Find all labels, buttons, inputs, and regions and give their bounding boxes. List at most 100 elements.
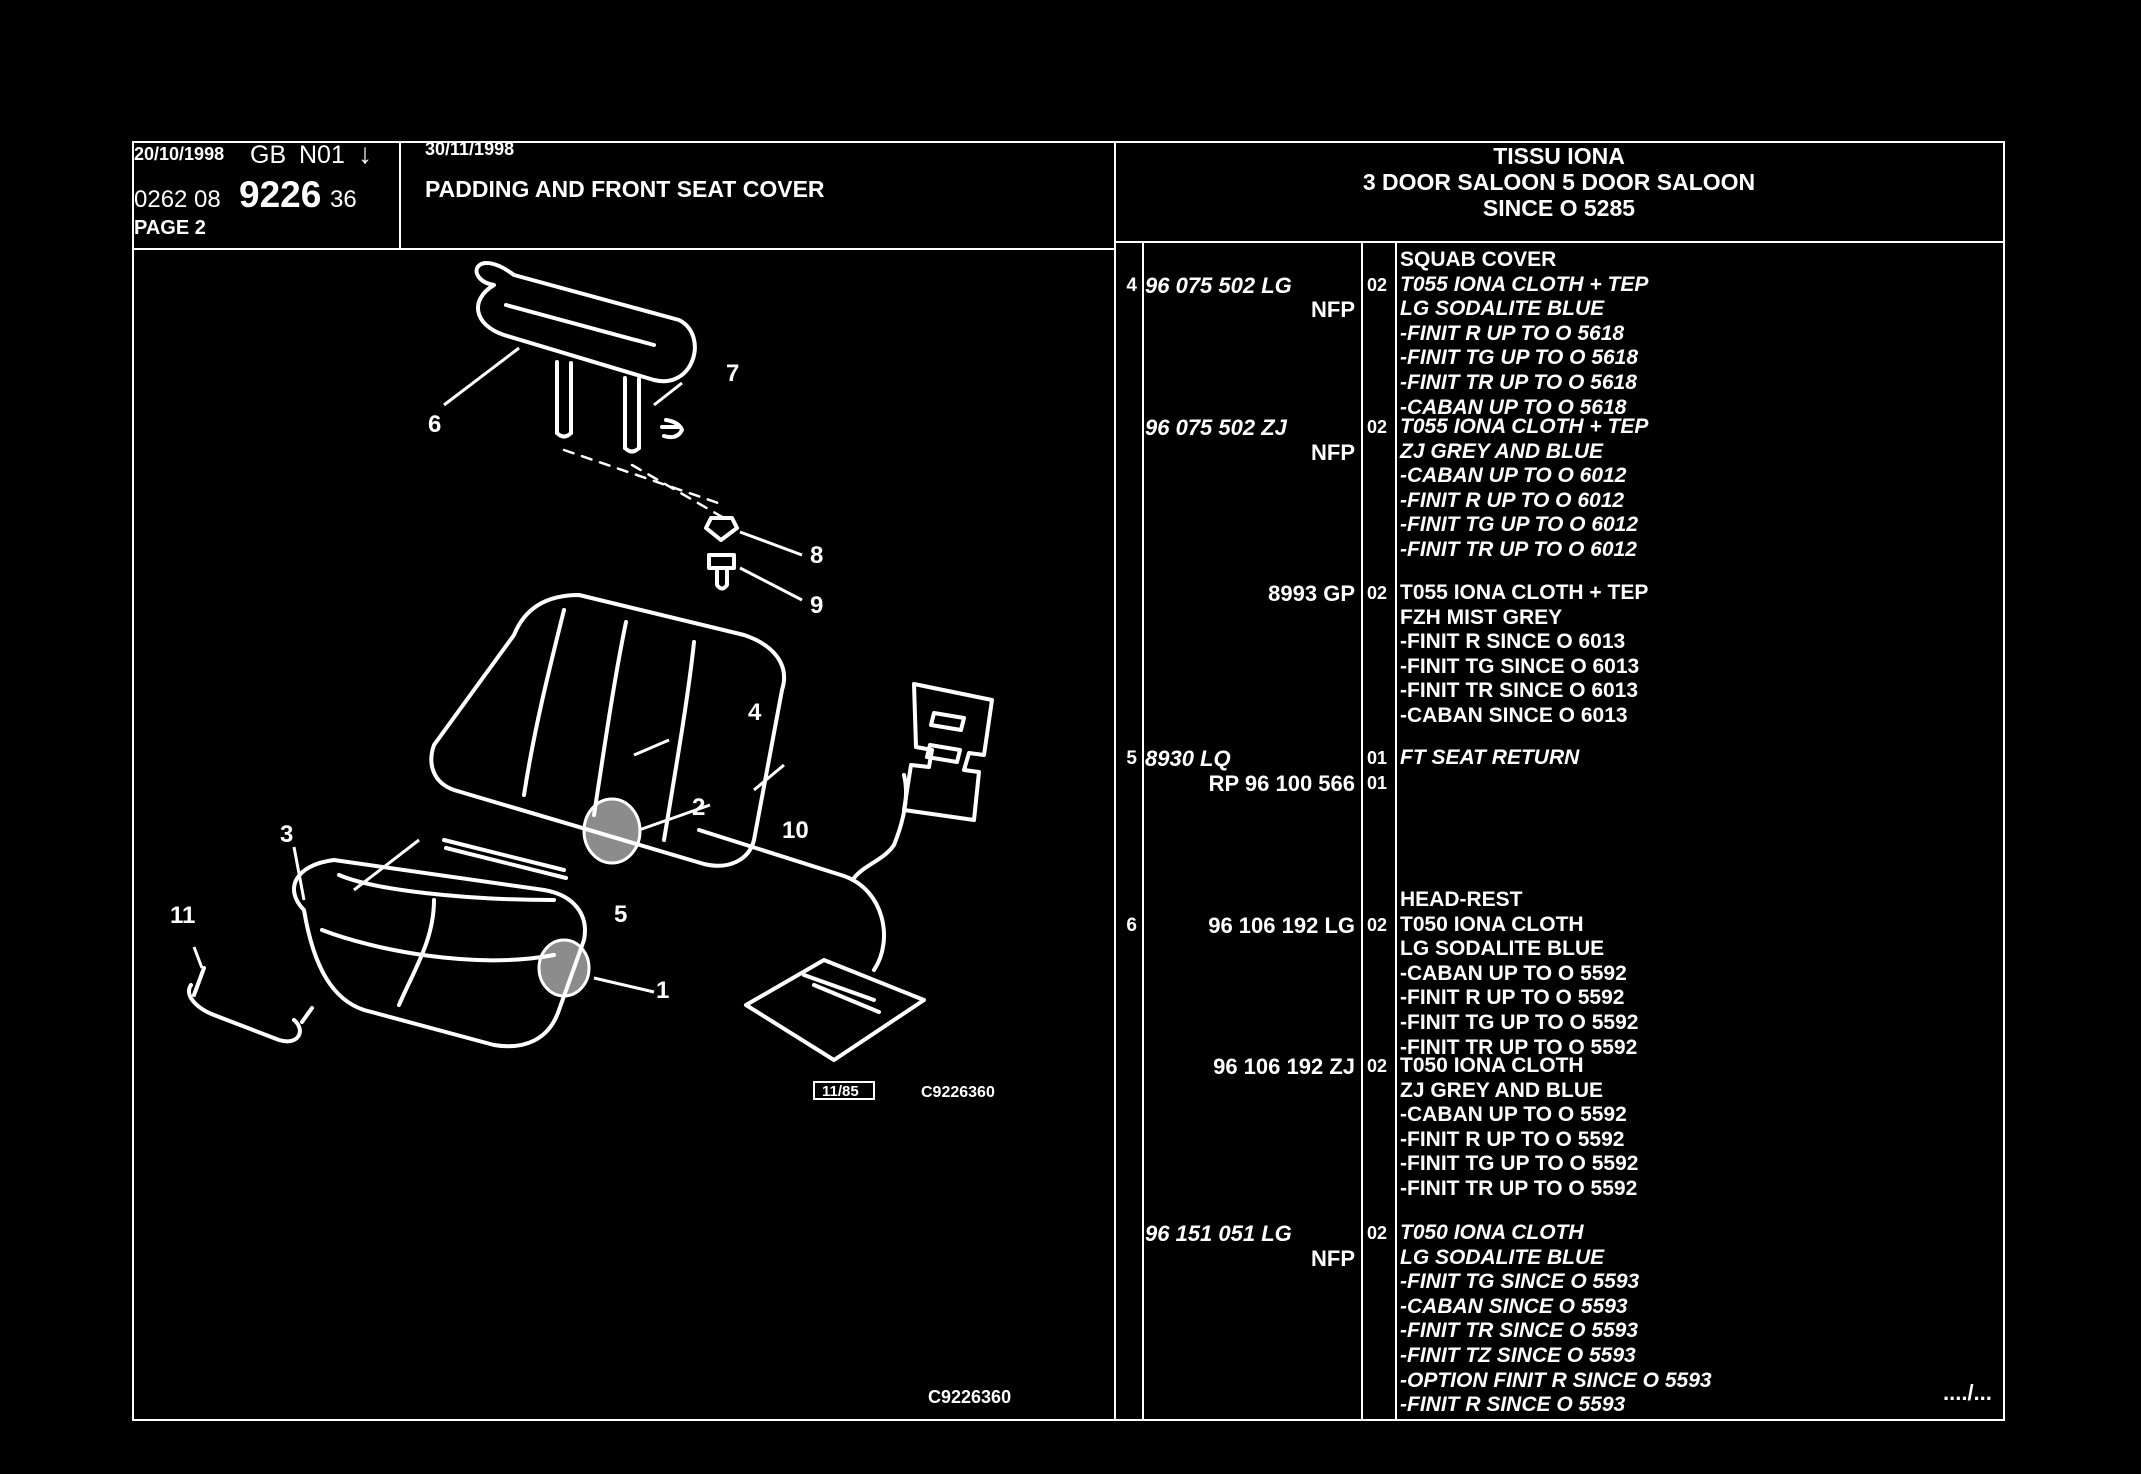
- part-description-line: -FINIT TG UP TO O 5592: [1400, 1152, 1639, 1176]
- part-reference: 96 106 192 ZJ: [1213, 1054, 1355, 1079]
- part-reference: 96 075 502 LG: [1145, 272, 1292, 298]
- header-date2: 30/11/1998: [425, 139, 515, 159]
- part-quantity: 02: [1367, 1223, 1388, 1243]
- divider-col-qty: [1361, 243, 1363, 1421]
- part-description-line: T050 IONA CLOTH: [1400, 1221, 1584, 1244]
- part-reference: 96 106 192 LG: [1208, 912, 1355, 938]
- part-description-line: -FINIT TG UP TO O 6012: [1400, 513, 1639, 537]
- part-quantity: 02: [1367, 1056, 1388, 1076]
- backrest-part: [429, 593, 786, 868]
- continued-marker: ..../...: [1943, 1380, 1992, 1405]
- part-description-line: -FINIT R UP TO O 6012: [1400, 488, 1625, 512]
- part-description-line: -FINIT R SINCE O 6013: [1400, 630, 1626, 654]
- part-description-line: LG SODALITE BLUE: [1400, 1245, 1605, 1269]
- header-right-line2: 3 DOOR SALOON 5 DOOR SALOON: [1362, 169, 1756, 195]
- part-description-line: -FINIT TG UP TO O 5592: [1400, 1011, 1639, 1034]
- part-description-line: -FINIT TR UP TO O 5592: [1400, 1035, 1638, 1059]
- part-description-line: -FINIT R UP TO O 5618: [1400, 321, 1625, 345]
- part-description-line: -CABAN UP TO O 5592: [1400, 1103, 1627, 1127]
- part-quantity: 02: [1367, 417, 1388, 437]
- part-description-line: -CABAN UP TO O 5592: [1400, 961, 1627, 985]
- part-description-line: -FINIT TG UP TO O 5618: [1400, 346, 1639, 370]
- part-quantity: 01: [1367, 748, 1388, 768]
- part-description-line: -FINIT TR UP TO O 5618: [1400, 371, 1637, 394]
- callout-9: 9: [810, 592, 823, 619]
- callout-8: 8: [810, 542, 823, 569]
- header-date: 20/10/1998: [134, 144, 225, 164]
- part-description-line: -FINIT R UP TO O 5592: [1400, 986, 1625, 1010]
- callout-10: 10: [782, 817, 809, 844]
- divider-header-left: [399, 141, 401, 249]
- part-description-line: -FINIT TR UP TO O 5592: [1400, 1177, 1638, 1200]
- callout-1: 1: [656, 977, 669, 1004]
- header-ref-main: 9226: [239, 174, 322, 215]
- arrow-down-icon: ↓: [358, 138, 372, 169]
- page-frame: [132, 141, 2005, 1421]
- page-title: PADDING AND FRONT SEAT COVER: [425, 176, 825, 202]
- part-reference: 96 151 051 LG: [1145, 1221, 1292, 1246]
- rod-part: [442, 838, 568, 880]
- part-item-number: 5: [1126, 748, 1137, 769]
- part-description-line: FT SEAT RETURN: [1400, 746, 1580, 769]
- divider-col-item: [1142, 243, 1144, 1421]
- callout-11: 11: [170, 902, 195, 929]
- headrest-guide-lines: [562, 448, 726, 520]
- part-subreference: RP 96 100 566: [1208, 770, 1355, 796]
- part-description-line: -FINIT R SINCE O 5593: [1400, 1393, 1626, 1417]
- header-right-line1: TISSU IONA: [1493, 143, 1625, 169]
- part-description-line: T055 IONA CLOTH + TEP: [1400, 415, 1649, 438]
- side-trim-part: [187, 966, 314, 1044]
- header-ref-prefix: 0262 08: [134, 186, 221, 213]
- part-description-line: -FINIT TG SINCE O 6013: [1400, 654, 1640, 678]
- header-right: TISSU IONA 3 DOOR SALOON 5 DOOR SALOON S…: [1115, 143, 2003, 221]
- headrest-guide-part: [704, 516, 739, 591]
- seat-cushion-part: [292, 858, 587, 1049]
- divider-center: [1114, 141, 1116, 1421]
- header-country: GB: [250, 141, 287, 169]
- clip-part: [660, 418, 684, 440]
- divider-header-left-bottom: [132, 248, 1116, 250]
- part-description-line: -CABAN SINCE O 5593: [1400, 1294, 1628, 1318]
- callout-5: 5: [614, 901, 627, 928]
- part-quantity: 02: [1367, 583, 1388, 603]
- part-description-line: -FINIT TZ SINCE O 5593: [1400, 1344, 1636, 1367]
- part-reference: 96 075 502 ZJ: [1145, 415, 1287, 440]
- part-description-line: -FINIT TR SINCE O 5593: [1400, 1319, 1639, 1343]
- callout-6: 6: [428, 411, 441, 438]
- part-description-line: -CABAN UP TO O 5618: [1400, 395, 1627, 419]
- part-quantity: 02: [1367, 914, 1388, 935]
- part-item-number: 6: [1126, 914, 1137, 936]
- part-description-line: ZJ GREY AND BLUE: [1400, 1078, 1604, 1102]
- part-description-line: T050 IONA CLOTH: [1400, 912, 1584, 936]
- part-quantity: 02: [1367, 274, 1388, 295]
- part-group-heading: HEAD-REST: [1400, 888, 1523, 911]
- fabric-sample-2: [582, 797, 642, 865]
- callout-4: 4: [748, 699, 762, 726]
- part-subreference: NFP: [1311, 439, 1355, 465]
- part-description-line: -FINIT TR UP TO O 6012: [1400, 538, 1637, 561]
- header-ref-suffix: 36: [330, 186, 357, 213]
- part-description-line: -CABAN SINCE O 6013: [1400, 704, 1628, 727]
- part-reference: 8930 LQ: [1145, 746, 1231, 771]
- diagram-code-small: C9226360: [921, 1084, 995, 1101]
- part-description-line: -FINIT R UP TO O 5592: [1400, 1127, 1625, 1151]
- part-subreference: NFP: [1311, 297, 1355, 323]
- part-description-line: T055 IONA CLOTH + TEP: [1400, 581, 1649, 604]
- leader-lines: [192, 346, 803, 994]
- diagram-code-bottom: C9226360: [928, 1387, 1011, 1407]
- seat-exploded-diagram: 1 2 3 4 5 6 7 8 9 10 11 11/85 C9226360 C…: [170, 261, 1011, 1407]
- part-item-number: 4: [1126, 274, 1137, 296]
- part-description-line: T050 IONA CLOTH: [1400, 1054, 1584, 1077]
- part-description-line: -OPTION FINIT R SINCE O 5593: [1400, 1368, 1712, 1392]
- part-description-line: FZH MIST GREY: [1400, 605, 1563, 629]
- callout-3: 3: [280, 821, 293, 848]
- part-quantity-secondary: 01: [1367, 772, 1388, 793]
- header-right-line3: SINCE O 5285: [1482, 195, 1636, 221]
- divider-col-desc: [1395, 243, 1397, 1421]
- part-description-line: LG SODALITE BLUE: [1400, 297, 1605, 321]
- part-group-heading: SQUAB COVER: [1400, 248, 1557, 271]
- callout-2: 2: [692, 794, 705, 821]
- part-description-line: -FINIT TR SINCE O 6013: [1400, 679, 1639, 703]
- part-description-line: -CABAN UP TO O 6012: [1400, 464, 1627, 488]
- heater-wiring-part: [697, 682, 994, 1062]
